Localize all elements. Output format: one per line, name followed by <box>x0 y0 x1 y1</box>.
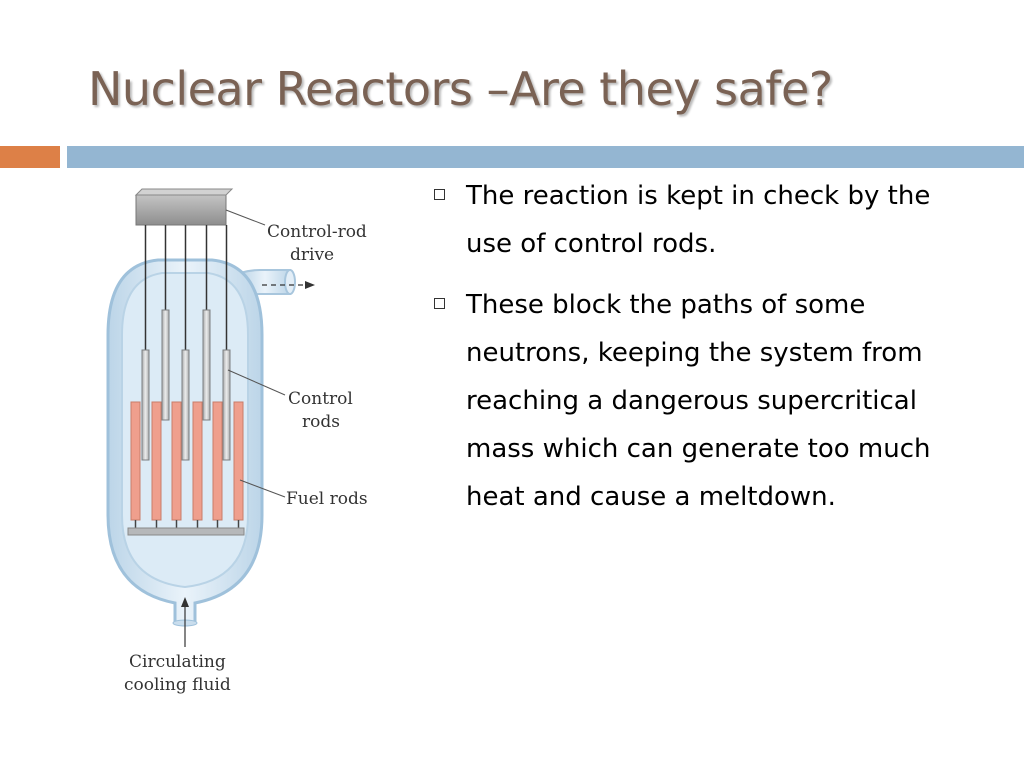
bullet-item: These block the paths of some neutrons, … <box>430 281 936 521</box>
bullet-text: These block the paths of some neutrons, … <box>466 290 931 512</box>
fuel-rod <box>212 401 223 521</box>
control-rods <box>141 225 231 461</box>
label-control-rod-drive-2: drive <box>290 245 334 265</box>
square-bullet-icon <box>434 189 445 200</box>
label-control-rod-drive: Control-rod <box>267 222 367 242</box>
label-control-rods: Control <box>288 389 353 409</box>
fuel-rod <box>130 401 141 521</box>
label-control-rods-2: rods <box>302 412 340 432</box>
control-rod-drive <box>135 194 227 226</box>
label-cooling-fluid: Circulating <box>129 652 226 672</box>
control-rod <box>141 349 150 461</box>
fuel-rod <box>192 401 203 521</box>
bullet-item: The reaction is kept in check by the use… <box>430 172 936 268</box>
label-fuel-rods: Fuel rods <box>286 489 368 509</box>
inlet-arrow <box>181 597 189 647</box>
support-plate <box>127 527 245 536</box>
square-bullet-icon <box>434 298 445 309</box>
accent-bar-orange <box>0 146 60 168</box>
label-cooling-fluid-2: cooling fluid <box>124 675 231 695</box>
bullet-list: The reaction is kept in check by the use… <box>430 172 990 534</box>
fuel-rod <box>171 401 182 521</box>
fuel-rods <box>130 401 244 528</box>
control-rod <box>222 349 231 461</box>
reactor-diagram: Control-rod drive Control rods Fuel rods… <box>106 188 368 695</box>
control-rod <box>161 309 170 421</box>
control-rod <box>202 309 211 421</box>
accent-bar-blue <box>67 146 1024 168</box>
outlet-arrow <box>262 281 315 289</box>
fuel-rod <box>233 401 244 521</box>
control-rod <box>181 349 190 461</box>
fuel-rod <box>151 401 162 521</box>
bullet-text: The reaction is kept in check by the use… <box>466 181 931 259</box>
slide-title: Nuclear Reactors –Are they safe? <box>88 62 833 116</box>
